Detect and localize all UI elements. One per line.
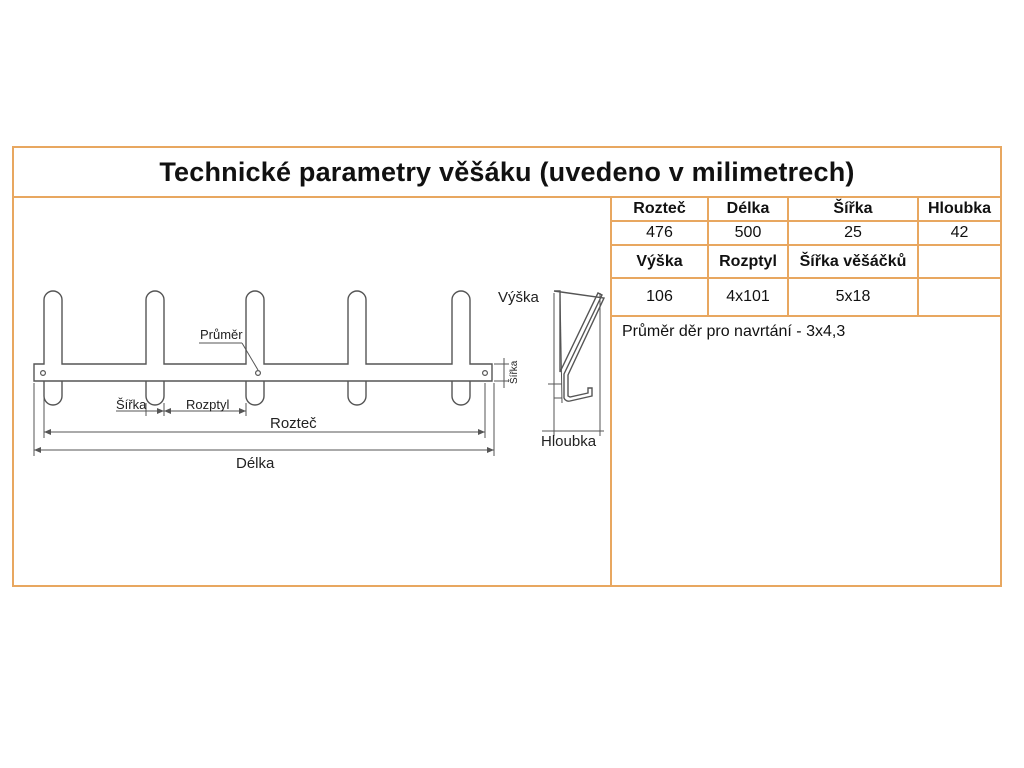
header-vyska: Výška (612, 245, 709, 279)
hook-bottom-3 (245, 381, 265, 406)
label-delka: Délka (236, 455, 275, 472)
label-rozptyl: Rozptyl (186, 397, 229, 412)
header-hloubka: Hloubka (918, 198, 1000, 222)
hook-bottom-5 (451, 381, 471, 406)
hanger-drawing: Průměr Šířka Rozptyl Rozteč Délka Šířka … (33, 289, 606, 472)
value-roztec: 476 (612, 221, 709, 246)
hook-bottom-2 (145, 381, 165, 406)
header-rozptyl: Rozptyl (708, 245, 789, 279)
header-roztec: Rozteč (612, 198, 709, 222)
table-row: Výška Rozptyl Šířka věšáčků (612, 245, 1000, 279)
header-empty (918, 245, 1000, 279)
value-sirka: 25 (788, 221, 919, 246)
label-vyska: Výška (498, 289, 540, 306)
label-sirka: Šířka (116, 397, 147, 412)
mount-hole-left (40, 370, 47, 377)
mount-hole-right (482, 370, 489, 377)
spec-frame: Technické parametry věšáku (uvedeno v mi… (12, 146, 1002, 587)
value-rozptyl: 4x101 (708, 278, 789, 317)
params-table: Rozteč Délka Šířka Hloubka 476 500 25 42… (612, 198, 1000, 317)
drawing-panel: Průměr Šířka Rozptyl Rozteč Délka Šířka … (14, 198, 612, 585)
table-row: Rozteč Délka Šířka Hloubka (612, 198, 1000, 222)
header-sirka-vesacku: Šířka věšáčků (788, 245, 919, 279)
hook-bottom-1 (43, 381, 63, 406)
value-delka: 500 (708, 221, 789, 246)
table-row: 106 4x101 5x18 (612, 278, 1000, 317)
value-vyska: 106 (612, 278, 709, 317)
label-prumer: Průměr (200, 327, 243, 342)
drill-note: Průměr děr pro navrtání - 3x4,3 (622, 323, 846, 340)
header-delka: Délka (708, 198, 789, 222)
label-hloubka: Hloubka (541, 433, 597, 450)
hook-bottom-4 (347, 381, 367, 406)
value-sirka-vesacku: 5x18 (788, 278, 919, 317)
params-panel: Rozteč Délka Šířka Hloubka 476 500 25 42… (612, 198, 1000, 585)
hanger-bar-outline (33, 290, 493, 382)
value-hloubka: 42 (918, 221, 1000, 246)
table-row: 476 500 25 42 (612, 221, 1000, 246)
page-title: Technické parametry věšáku (uvedeno v mi… (14, 148, 1000, 198)
value-empty (918, 278, 1000, 317)
header-sirka: Šířka (788, 198, 919, 222)
mount-hole-middle (255, 370, 262, 377)
label-sirka-side: Šířka (507, 360, 520, 384)
label-roztec: Rozteč (270, 415, 317, 432)
